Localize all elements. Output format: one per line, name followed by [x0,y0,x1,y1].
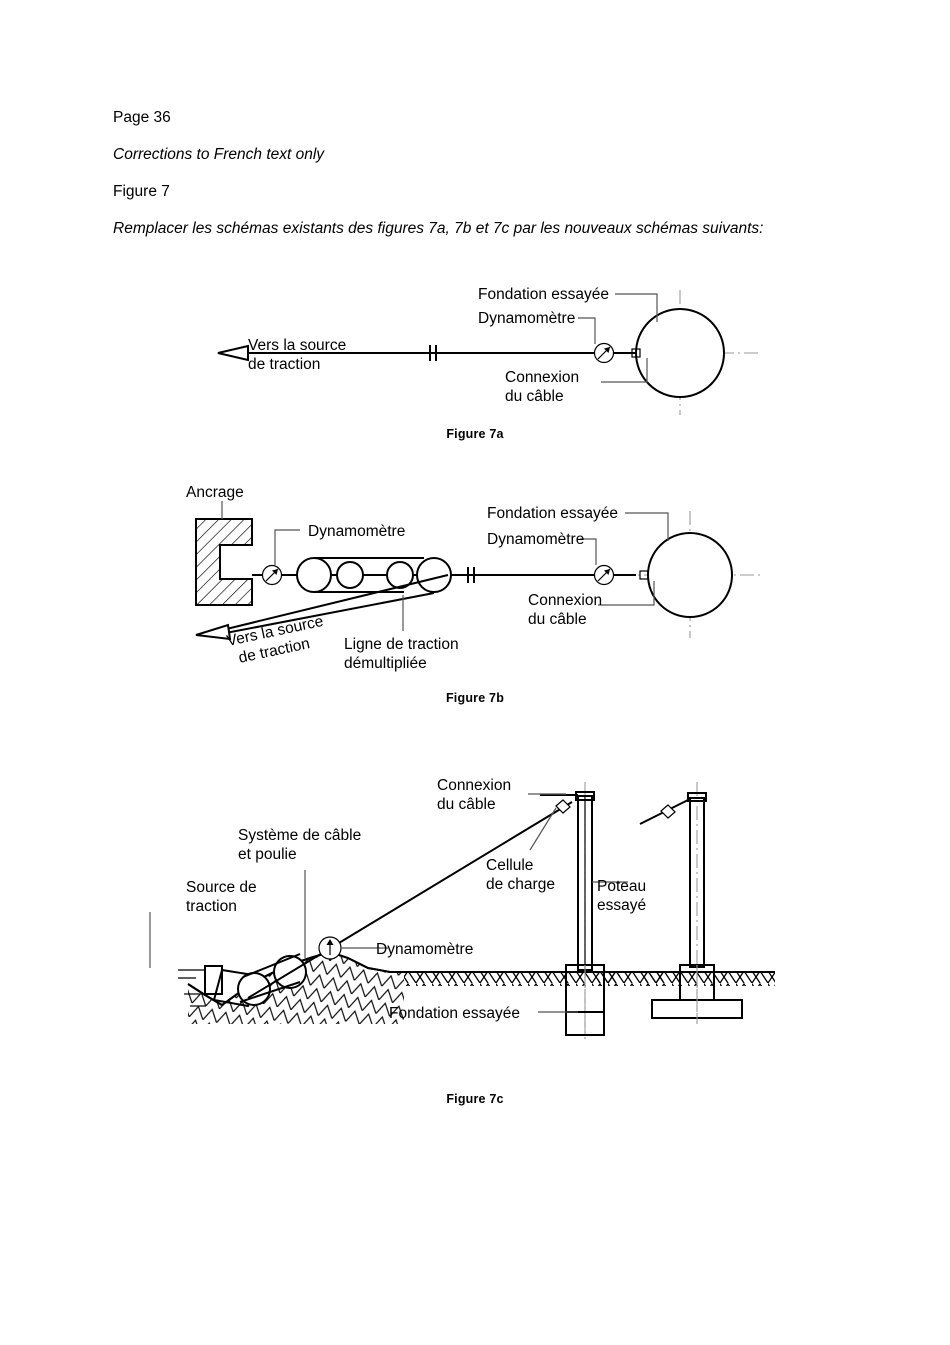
pole-right-load-cell-icon [660,804,676,819]
label-traction-line-line1: Ligne de traction [344,636,459,653]
pole-left-shaft [577,795,593,971]
pole-right-spread-footing [651,999,743,1019]
main-cable-to-pole [247,801,573,999]
foundation-circle [647,532,733,618]
leader-dynamometer [578,317,596,344]
figure-7a-drawing: Vers la source de traction Fondation ess… [217,286,760,415]
load-cell-icon [555,799,571,814]
corrections-note: Corrections to French text only [113,146,325,163]
pulley-1 [296,557,332,593]
label-traction-source-line1: Source de [186,879,257,896]
ground-hatching-main [404,973,620,986]
pulley-3 [386,561,414,589]
cable-connection-marker-icon [631,348,641,358]
label-load-cell-line2: de charge [486,876,555,893]
figure-7b-drawing: Ancrage Dynamomètre Vers la source de tr… [186,484,760,672]
leader-cable-connection [598,581,655,606]
label-traction-source-line1: Vers la source [248,337,346,354]
dynamometer-right-needle-tip-icon [604,569,610,575]
label-foundation: Fondation essayée [389,1005,520,1022]
label-traction-source-line2: de traction [248,356,320,373]
label-foundation: Fondation essayée [487,505,618,522]
figure-7a: Vers la source de traction Fondation ess… [0,270,950,430]
pulley-block-rail-bottom [239,981,301,1003]
caption-figure-7a: Figure 7a [446,427,504,441]
figure-7c-drawing: Connexion du câble Système de câble et p… [149,777,775,1039]
caption-figure-7c: Figure 7c [446,1092,504,1106]
page-header-text: Page 36 Corrections to French text only … [113,108,873,238]
replacement-instruction: Remplacer les schémas existants des figu… [113,220,764,237]
label-dynamometer-left: Dynamomètre [308,523,405,540]
label-cable-connection-line1: Connexion [437,777,511,794]
ground-hatching-right [645,973,775,986]
pole-right-assembly [639,782,743,1024]
figure-heading: Figure 7 [113,183,170,200]
label-traction-source-line2: traction [186,898,237,915]
label-cable-pulley-line1: Système de câble [238,827,361,844]
figure-7c: Connexion du câble Système de câble et p… [0,762,950,1052]
label-cable-connection-line2: du câble [505,388,564,405]
traction-direction-arrow-icon [195,623,232,641]
leader-dynamometer-right [580,538,597,565]
label-dynamometer: Dynamomètre [478,310,575,327]
anchor-block [195,518,253,606]
excavation-soil-hatching [188,952,404,1024]
label-cable-connection-line1: Connexion [505,369,579,386]
figure-7b: Ancrage Dynamomètre Vers la source de tr… [0,483,950,693]
label-anchor: Ancrage [186,484,244,501]
label-traction-source-group: Vers la source de traction [225,613,325,667]
label-cable-connection-line2: du câble [528,611,587,628]
dynamometer-needle-tip-icon [604,347,610,353]
leader-dynamometer-left [274,529,300,565]
label-pole-line2: essayé [597,897,646,914]
pulley-block-rail-top [242,953,301,978]
pole-right-cap [687,792,707,802]
traction-direction-arrow-icon [217,344,249,362]
winch-base [204,965,223,995]
leader-foundation [615,293,658,322]
label-dynamometer: Dynamomètre [376,941,473,958]
caption-figure-7b: Figure 7b [445,691,505,705]
pole-left-assembly [540,782,605,1039]
label-pole-line1: Poteau [597,878,646,895]
label-cable-pulley-line2: et poulie [238,846,297,863]
label-foundation: Fondation essayée [478,286,609,303]
page-label: Page 36 [113,109,171,126]
leader-foundation [625,512,669,541]
label-dynamometer-right: Dynamomètre [487,531,584,548]
dynamometer-arrow-head-icon [326,939,334,945]
leader-cable-connection [601,358,648,383]
anchor-body [195,518,253,606]
label-traction-line-line2: démultipliée [344,655,427,672]
traction-source-line [209,574,449,634]
dynamometer-left-needle-tip-icon [272,569,278,575]
pulley-4 [416,557,452,593]
pulley-2 [336,561,364,589]
label-cable-connection-line1: Connexion [528,592,602,609]
cable-connection-marker-icon [639,570,649,580]
foundation-circle [635,308,725,398]
leader-load-cell [529,807,557,851]
label-cable-connection-line2: du câble [437,796,496,813]
pole-right-shaft [689,797,705,968]
traction-source-line-lower [209,592,435,637]
label-load-cell-line1: Cellule [486,857,533,874]
pulley-block-assembly [296,557,452,593]
